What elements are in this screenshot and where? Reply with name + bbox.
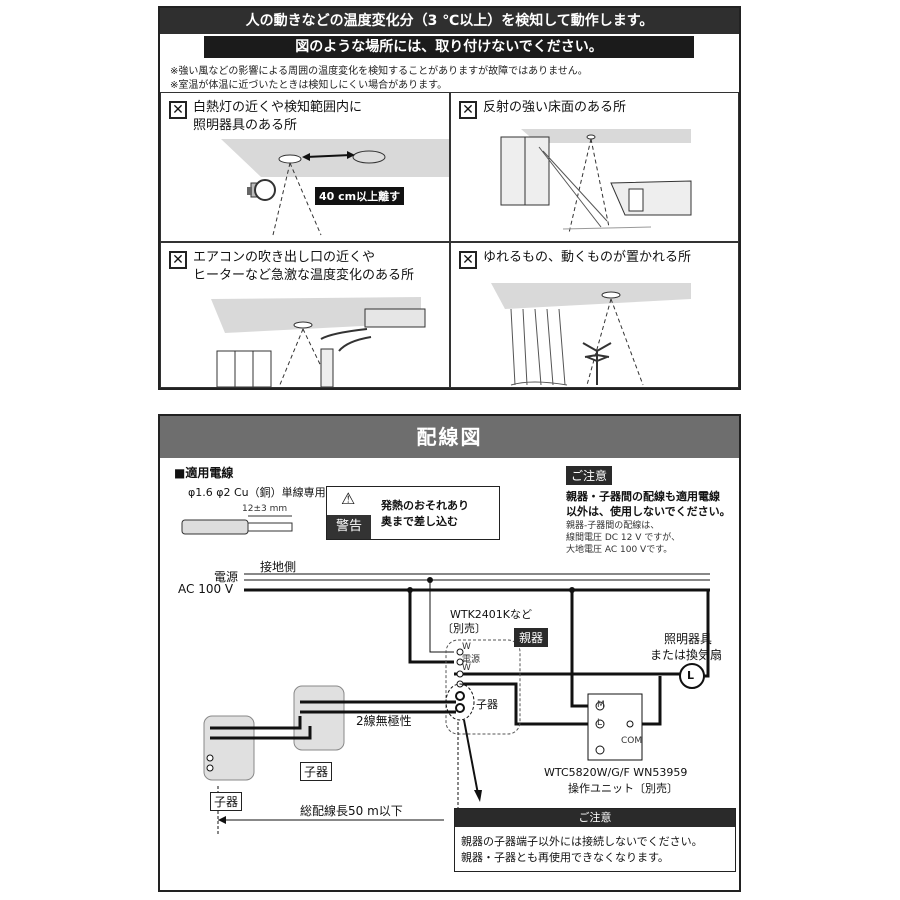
incandescent-lamp-illustration: [221, 139, 449, 236]
notice-label: ご注意: [566, 466, 613, 485]
terminal-w1: W: [462, 642, 471, 652]
stripped-cable-icon: [181, 515, 293, 535]
cell-reflective-floor: ✕ 反射の強い床面のある所: [450, 92, 739, 242]
caution-panel: 人の動きなどの温度変化分（3 ℃以上）を検知して動作します。 図のような場所には…: [158, 6, 741, 390]
bottom-note-label: ご注意: [455, 809, 735, 827]
load-symbol: L: [687, 669, 695, 682]
load-line-2: または換気扇: [650, 648, 723, 662]
bottom-note: ご注意 親器の子器端子以外には接続しないでください。 親器・子器とも再使用できな…: [454, 808, 736, 872]
total-length-label: 総配線長50 m以下: [300, 804, 403, 818]
x-mark-icon: ✕: [169, 251, 187, 269]
cell-2-line-1: 反射の強い床面のある所: [483, 100, 627, 115]
notice-small-3: 大地電圧 AC 100 Vです。: [566, 545, 673, 555]
notice-bold-1: 親器・子器間の配線も適用電線: [566, 490, 720, 503]
warning-label: 警告: [327, 515, 371, 539]
power-source-label: 電源: [214, 570, 239, 584]
two-wire-label: 2線無極性: [356, 714, 412, 728]
warning-line-1: 発熱のおそれあり: [381, 499, 469, 512]
cell-air-conditioner: ✕ エアコンの吹き出し口の近くや ヒーターなど急激な温度変化のある所: [160, 242, 450, 388]
terminal-slave: 子器: [476, 698, 498, 711]
cell-3-line-2: ヒーターなど急激な温度変化のある所: [193, 268, 415, 283]
unit-name: 操作ユニット〔別売〕: [568, 782, 678, 795]
warning-box: ⚠ 警告 発熱のおそれあり 奥まで差し込む: [326, 486, 500, 540]
air-conditioner-illustration: [211, 297, 426, 387]
slave-label-1: 子器: [300, 762, 333, 781]
unit-terminal-m: M: [597, 700, 605, 710]
moving-objects-illustration: [491, 283, 691, 386]
cell-4-line-1: ゆれるもの、動くものが置かれる所: [483, 250, 692, 265]
x-mark-icon: ✕: [459, 101, 477, 119]
cell-1-line-2: 照明器具のある所: [193, 118, 298, 133]
cable-spec: φ1.6 φ2 Cu（銅）単線専用: [188, 486, 326, 499]
notice-bold-2: 以外は、使用しないでください。: [566, 505, 731, 518]
caution-subheading: 図のような場所には、取り付けないでください。: [204, 36, 694, 58]
power-voltage-label: AC 100 V: [178, 582, 234, 596]
strip-length: 12±3 mm: [242, 504, 288, 514]
reflective-floor-illustration: [500, 129, 692, 234]
x-mark-icon: ✕: [459, 251, 477, 269]
unit-model: WTC5820W/G/F WN53959: [544, 766, 688, 779]
cell-1-line-1: 白熱灯の近くや検知範囲内に: [193, 100, 363, 115]
terminal-power: 電源: [462, 655, 481, 665]
master-sold-separately: 〔別売〕: [442, 622, 486, 635]
distance-tag: 40 cm以上離す: [315, 187, 405, 205]
warning-triangle-icon: ⚠: [341, 489, 356, 508]
unit-terminal-com: COM: [621, 736, 643, 746]
master-model: WTK2401Kなど: [450, 608, 533, 621]
cell-incandescent-lamp: ✕ 白熱灯の近くや検知範囲内に 照明器具のある所 40 cm以上離す: [160, 92, 450, 242]
wiring-diagram: [203, 573, 710, 836]
slave-label-2: 子器: [210, 792, 243, 811]
notice-small-2: 線間電圧 DC 12 V ですが、: [566, 533, 681, 543]
cable-heading: ■適用電線: [174, 466, 234, 480]
cell-moving-objects: ✕ ゆれるもの、動くものが置かれる所: [450, 242, 739, 388]
load-line-1: 照明器具: [664, 632, 713, 646]
wiring-panel: 配線図 ■適用電線 φ1.6 φ2 Cu（銅）単線専用 12±3 mm ⚠ 警告…: [158, 414, 741, 892]
ground-side-label: 接地側: [260, 560, 297, 574]
bottom-note-line-2: 親器・子器とも再使用できなくなります。: [461, 851, 669, 864]
warning-line-2: 奥まで差し込む: [381, 515, 458, 528]
x-mark-icon: ✕: [169, 101, 187, 119]
master-tag: 親器: [514, 628, 549, 647]
wiring-title: 配線図: [160, 416, 739, 458]
caution-heading: 人の動きなどの温度変化分（3 ℃以上）を検知して動作します。: [160, 8, 739, 34]
unit-terminal-l: L: [597, 718, 603, 728]
caution-note-1: ※強い風などの影響による周囲の温度変化を検知することがありますが故障ではありませ…: [170, 66, 588, 77]
notice-small-1: 親器-子器間の配線は、: [566, 521, 660, 531]
bottom-note-line-1: 親器の子器端子以外には接続しないでください。: [461, 835, 703, 848]
cell-3-line-1: エアコンの吹き出し口の近くや: [193, 250, 376, 265]
caution-note-2: ※室温が体温に近づいたときは検知しにくい場合があります。: [170, 80, 448, 91]
terminal-w2: W: [462, 663, 471, 673]
